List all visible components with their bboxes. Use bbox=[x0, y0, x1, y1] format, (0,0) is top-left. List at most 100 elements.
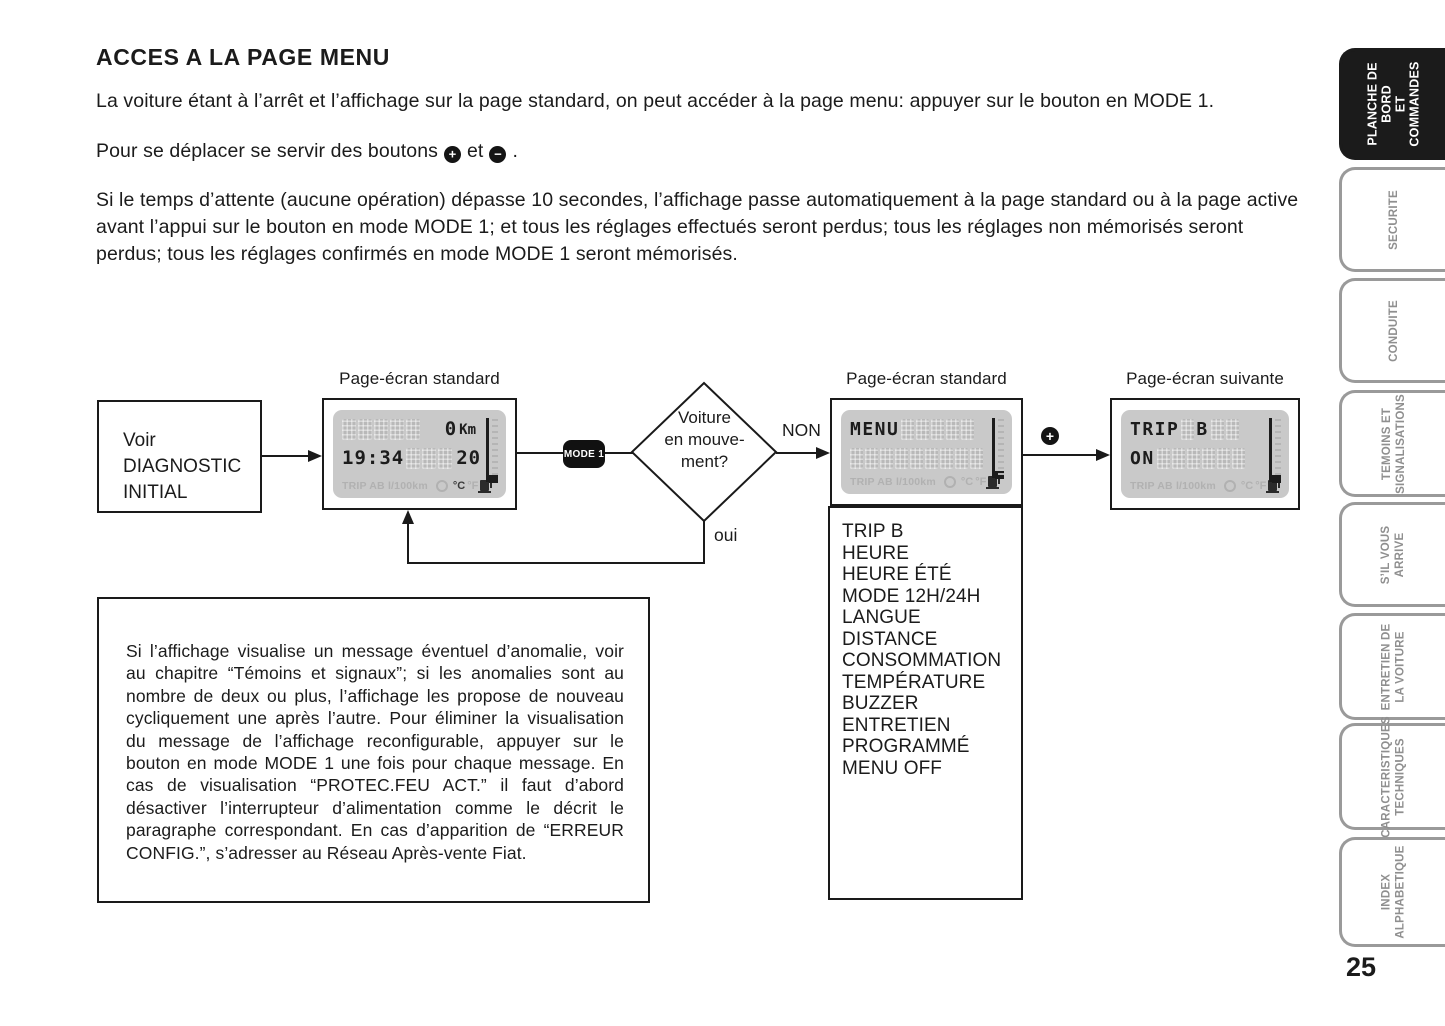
fuel-pump-icon bbox=[986, 476, 1001, 489]
decision-text: Voiture en mouve- ment? bbox=[664, 408, 745, 471]
ghost-cell bbox=[946, 419, 960, 440]
note-text: Si l’affichage visualise un message éven… bbox=[126, 641, 624, 863]
lcd-row-clock-temp: 19:34 20 bbox=[342, 447, 480, 470]
plus-icon: + bbox=[443, 146, 461, 163]
ghost-cell bbox=[438, 448, 453, 469]
page-number: 25 bbox=[1346, 952, 1377, 982]
ghost-cell bbox=[1186, 448, 1200, 469]
fuel-gauge bbox=[486, 418, 500, 483]
ghost-cell bbox=[1201, 448, 1215, 469]
fuel-gauge bbox=[1269, 418, 1283, 483]
lcd-row-menu: MENU bbox=[850, 418, 982, 441]
ghost-cell bbox=[925, 448, 938, 469]
sidebar-tab-entretien: ENTRETIEN DE LA VOITURE bbox=[1339, 613, 1445, 720]
page-title: ACCES A LA PAGE MENU bbox=[96, 44, 390, 70]
label-screen-standard-2: Page-écran standard bbox=[846, 369, 1007, 388]
ghost-cell bbox=[374, 419, 388, 440]
no-branch-label: NON bbox=[782, 420, 821, 440]
menu-item: MENU OFF bbox=[842, 757, 943, 779]
sidebar-tab-caracteristiques: CARACTERISTIQUES TECHNIQUES bbox=[1339, 716, 1445, 837]
fuel-gauge bbox=[992, 418, 1006, 479]
lcd-row-footer: TRIP AB l/100km °C °F bbox=[850, 475, 1001, 489]
menu-item: HEURE bbox=[842, 542, 910, 564]
celsius-label: °C bbox=[960, 475, 974, 488]
celsius-label: °C bbox=[1240, 479, 1254, 492]
decision-diamond bbox=[630, 381, 778, 523]
ghost-cell bbox=[406, 448, 421, 469]
fuel-pump-icon bbox=[1266, 480, 1281, 493]
ghost-cell bbox=[1156, 448, 1170, 469]
lcd-row-on: ON bbox=[1130, 447, 1259, 470]
paragraph-timeout: Si le temps d’attente (aucune opération)… bbox=[96, 189, 1299, 265]
fahrenheit-label: °F bbox=[1255, 479, 1267, 492]
ghost-cell bbox=[1225, 419, 1239, 440]
ghost-cell bbox=[895, 448, 908, 469]
on-segment: ON bbox=[1130, 447, 1155, 469]
lcd-row-odometer: 0 Km bbox=[342, 418, 476, 441]
intro-section: ACCES A LA PAGE MENU La voiture étant à … bbox=[96, 44, 1314, 268]
celsius-label: °C bbox=[452, 479, 466, 492]
fahrenheit-label: °F bbox=[467, 479, 479, 492]
ghost-cell bbox=[390, 419, 404, 440]
sidebar-tab-temoins: TEMOINS ET SIGNALISATIONS bbox=[1339, 390, 1445, 497]
ghost-cell bbox=[358, 419, 372, 440]
fuel-pump-icon bbox=[478, 480, 493, 493]
ghost-cell bbox=[865, 448, 878, 469]
menu-item: BUZZER bbox=[842, 693, 919, 714]
initial-step-box: Voir DIAGNOSTIC INITIAL bbox=[97, 400, 262, 513]
sidebar-tab-securite: SECURITE bbox=[1339, 167, 1445, 272]
menu-item: DISTANCE bbox=[842, 628, 938, 650]
menu-item: ENTRETIEN PROGRAMMÉ bbox=[842, 714, 970, 758]
sidebar-tab-index: INDEX ALPHABETIQUE bbox=[1339, 837, 1445, 947]
fahrenheit-label: °F bbox=[975, 475, 987, 488]
ghost-cell bbox=[850, 448, 863, 469]
note-box: Si l’affichage visualise un message éven… bbox=[97, 597, 650, 903]
lcd-screen: 0 Km 19:34 20 TRIP AB l/100km °C °F bbox=[333, 410, 506, 498]
sidebar-tab-planche-de-bord: PLANCHE DE BORD ET COMMANDES bbox=[1339, 48, 1445, 160]
ghost-cell bbox=[931, 419, 945, 440]
lcd-row-footer: TRIP AB l/100km °C °F bbox=[1130, 479, 1281, 493]
ghost-cell bbox=[1181, 419, 1195, 440]
lcd-screen: MENU TRIP AB l/100km °C °F bbox=[841, 410, 1012, 494]
ghost-cell bbox=[901, 419, 915, 440]
menu-item: TEMPÉRATURE bbox=[842, 671, 986, 693]
ghost-cell bbox=[406, 419, 420, 440]
lcd-row-tripb: TRIP B bbox=[1130, 418, 1259, 441]
ghost-cell bbox=[961, 419, 975, 440]
ghost-cell bbox=[940, 448, 953, 469]
trip-b-segment: B bbox=[1196, 418, 1209, 440]
ghost-cell bbox=[1171, 448, 1185, 469]
menu-item: MODE 12H/24H bbox=[842, 585, 981, 607]
lcd-footer-text: TRIP AB l/100km bbox=[850, 475, 936, 488]
ghost-cell bbox=[880, 448, 893, 469]
sidebar-tab-sil-vous-arrive: S’IL VOUS ARRIVE bbox=[1339, 502, 1445, 607]
ghost-cell bbox=[1216, 448, 1230, 469]
ghost-cell bbox=[1231, 448, 1245, 469]
sun-icon bbox=[1223, 479, 1236, 492]
mode-1-button: MODE 1 bbox=[563, 440, 605, 468]
sidebar-tab-conduite: CONDUITE bbox=[1339, 278, 1445, 383]
lcd-footer-text: TRIP AB l/100km bbox=[1130, 479, 1216, 492]
lcd-row-footer: TRIP AB l/100km °C °F bbox=[342, 479, 493, 493]
label-screen-standard-1: Page-écran standard bbox=[339, 369, 500, 388]
odometer-value: 0 bbox=[444, 418, 458, 440]
menu-title-segment: MENU bbox=[850, 418, 900, 440]
ghost-cell bbox=[342, 419, 356, 440]
ghost-cell bbox=[1210, 419, 1224, 440]
ghost-cell bbox=[422, 448, 437, 469]
yes-branch-label: oui bbox=[714, 525, 738, 545]
menu-item: TRIP B bbox=[842, 521, 904, 542]
menu-item: LANGUE bbox=[842, 607, 921, 628]
menu-item: CONSOMMATION bbox=[842, 650, 1002, 671]
paragraph-buttons-text: Pour se déplacer se servir des boutons bbox=[96, 140, 438, 162]
ghost-cell bbox=[955, 448, 968, 469]
odometer-unit: Km bbox=[459, 421, 476, 438]
minus-icon: − bbox=[489, 146, 507, 163]
sun-icon bbox=[435, 479, 448, 492]
initial-step-text: Voir DIAGNOSTIC INITIAL bbox=[123, 430, 242, 503]
label-screen-next: Page-écran suivante bbox=[1126, 369, 1284, 388]
menu-list: TRIP B HEURE HEURE ÉTÉ MODE 12H/24H LANG… bbox=[828, 506, 1023, 900]
paragraph-access: La voiture étant à l’arrêt et l’affichag… bbox=[96, 90, 1215, 112]
paragraph-buttons: Pour se déplacer se servir des boutons+e… bbox=[96, 138, 1314, 165]
